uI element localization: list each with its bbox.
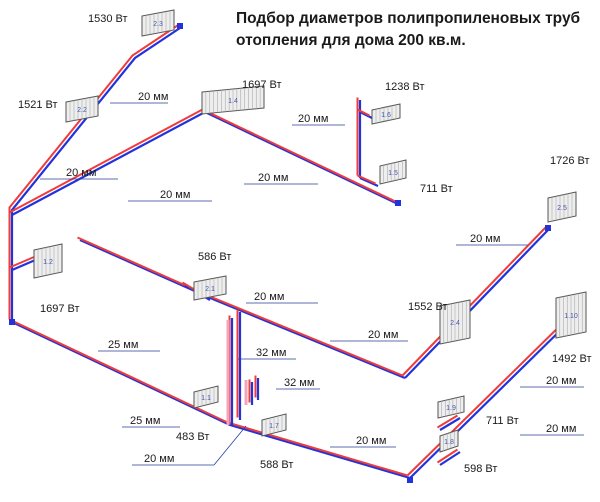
supply-pipe bbox=[357, 108, 370, 117]
radiator-body bbox=[437, 395, 465, 419]
return-pipe bbox=[439, 417, 461, 431]
return-pipe bbox=[11, 321, 411, 480]
radiator: 1.6 bbox=[371, 103, 401, 125]
pipe-end-cap bbox=[545, 225, 551, 231]
pipe-diameter-label: 20 мм bbox=[298, 113, 328, 125]
supply-pipe bbox=[9, 254, 38, 269]
return-pipe bbox=[359, 176, 379, 188]
label-leaders bbox=[40, 102, 584, 466]
return-pipe bbox=[409, 317, 574, 479]
pipe-diameter-label: 20 мм bbox=[160, 189, 190, 201]
pipe-end-cap bbox=[9, 319, 15, 325]
radiator-id: 2.5 bbox=[557, 205, 567, 212]
supply-pipe bbox=[436, 414, 459, 429]
radiator: 2.4 bbox=[439, 299, 471, 345]
radiator-body bbox=[439, 429, 459, 453]
radiator-body bbox=[547, 191, 577, 223]
radiator-id: 2.4 bbox=[450, 320, 460, 327]
radiator-body bbox=[33, 243, 63, 279]
radiator: 2.3 bbox=[141, 9, 175, 37]
radiator-id: 1.6 bbox=[381, 112, 391, 119]
pipe-diameter-label: 20 мм bbox=[356, 435, 386, 447]
radiator: 1.9 bbox=[437, 395, 465, 419]
radiator: 2.5 bbox=[547, 191, 577, 223]
radiator-id: 2.3 bbox=[153, 21, 163, 28]
radiator-id: 1.4 bbox=[228, 98, 238, 105]
diagram-title: Подбор диаметров полипропиленовых труб о… bbox=[236, 8, 596, 52]
pipe-diameter-label: 32 мм bbox=[256, 347, 286, 359]
radiator-power-label: 598 Вт bbox=[464, 463, 497, 475]
supply-pipe bbox=[406, 314, 572, 477]
label-leader bbox=[213, 425, 247, 466]
supply-pipe bbox=[401, 226, 547, 377]
radiator-power-label: 1552 Вт bbox=[408, 301, 448, 313]
radiator: 1.5 bbox=[379, 159, 407, 185]
radiator-power-label: 1697 Вт bbox=[40, 303, 80, 315]
radiator-power-label: 1530 Вт bbox=[88, 13, 128, 25]
pipe-diameter-label: 20 мм bbox=[258, 172, 288, 184]
radiator-power-label: 1697 Вт bbox=[242, 79, 282, 91]
supply-pipe bbox=[8, 24, 179, 320]
pipe-end-cap bbox=[395, 200, 401, 206]
radiator-body bbox=[379, 159, 407, 185]
radiator: 1.8 bbox=[439, 429, 459, 453]
radiator-id: 2.2 bbox=[77, 107, 87, 114]
radiator: 1.4 bbox=[201, 85, 265, 115]
radiator-power-label: 1238 Вт bbox=[385, 81, 425, 93]
pipe-diameter-label: 20 мм bbox=[368, 329, 398, 341]
pipe-end-cap bbox=[407, 477, 413, 483]
pipe-diameter-label: 20 мм bbox=[138, 91, 168, 103]
radiator-id: 1.2 bbox=[43, 259, 53, 266]
radiator: 1.1 bbox=[193, 385, 219, 409]
pipe-network bbox=[8, 23, 576, 483]
radiator-power-label: 586 Вт bbox=[198, 251, 231, 263]
title-line-1: Подбор диаметров полипропиленовых труб bbox=[236, 10, 581, 27]
pipe-diameter-label: 20 мм bbox=[470, 233, 500, 245]
radiator: 1.7 bbox=[261, 413, 287, 437]
supply-pipe bbox=[436, 448, 459, 464]
return-pipe bbox=[439, 451, 461, 466]
supply-pipe bbox=[357, 174, 376, 185]
radiator-power-label: 711 Вт bbox=[420, 183, 453, 195]
radiator: 2.1 bbox=[193, 275, 227, 301]
title-line-2: отопления для дома 200 кв.м. bbox=[236, 32, 466, 49]
radiator-id: 2.1 bbox=[205, 286, 215, 293]
radiator-power-label: 588 Вт bbox=[260, 459, 293, 471]
radiator: 1.10 bbox=[555, 291, 587, 339]
radiator-body bbox=[371, 103, 401, 125]
radiator-id: 1.7 bbox=[269, 423, 279, 430]
return-pipe bbox=[79, 238, 406, 380]
radiator-id: 1.9 bbox=[446, 405, 456, 412]
supply-pipe bbox=[77, 236, 403, 377]
labels: 1530 Вт 1521 Вт 1697 Вт 1238 Вт 711 Вт 1726 В… bbox=[18, 13, 592, 475]
return-pipe bbox=[404, 229, 549, 379]
radiator-id: 1.1 bbox=[201, 395, 211, 402]
pipe-diameter-label: 20 мм bbox=[66, 167, 96, 179]
radiator-power-label: 1726 Вт bbox=[550, 155, 590, 167]
pipe-diameter-label: 25 мм bbox=[130, 415, 160, 427]
radiator-power-label: 1521 Вт bbox=[18, 99, 58, 111]
pipe-diameter-label: 20 мм bbox=[144, 453, 174, 465]
radiator-id: 1.8 bbox=[444, 439, 454, 446]
radiator: 2.2 bbox=[65, 95, 99, 123]
pipe-diameter-label: 20 мм bbox=[546, 423, 576, 435]
radiator-power-label: 483 Вт bbox=[176, 431, 209, 443]
radiator-id: 1.5 bbox=[388, 170, 398, 177]
radiators: 2.3 2.2 1.4 1.6 1.5 2.5 1.2 2.1 2.4 1.10 1.1 1.7 1.9… bbox=[33, 9, 587, 453]
radiator-power-label: 711 Вт bbox=[486, 415, 519, 427]
pipe-diameter-label: 32 мм bbox=[284, 377, 314, 389]
radiator-id: 1.10 bbox=[564, 313, 578, 320]
pipe-end-cap bbox=[177, 23, 183, 29]
pipe-diameter-label: 20 мм bbox=[546, 375, 576, 387]
return-pipe bbox=[11, 110, 401, 216]
radiator-power-label: 1492 Вт bbox=[552, 353, 592, 365]
radiator: 1.2 bbox=[33, 243, 63, 279]
pipe-diameter-label: 25 мм bbox=[108, 339, 138, 351]
pipe-diameter-label: 20 мм bbox=[254, 291, 284, 303]
return-pipe bbox=[359, 111, 373, 119]
